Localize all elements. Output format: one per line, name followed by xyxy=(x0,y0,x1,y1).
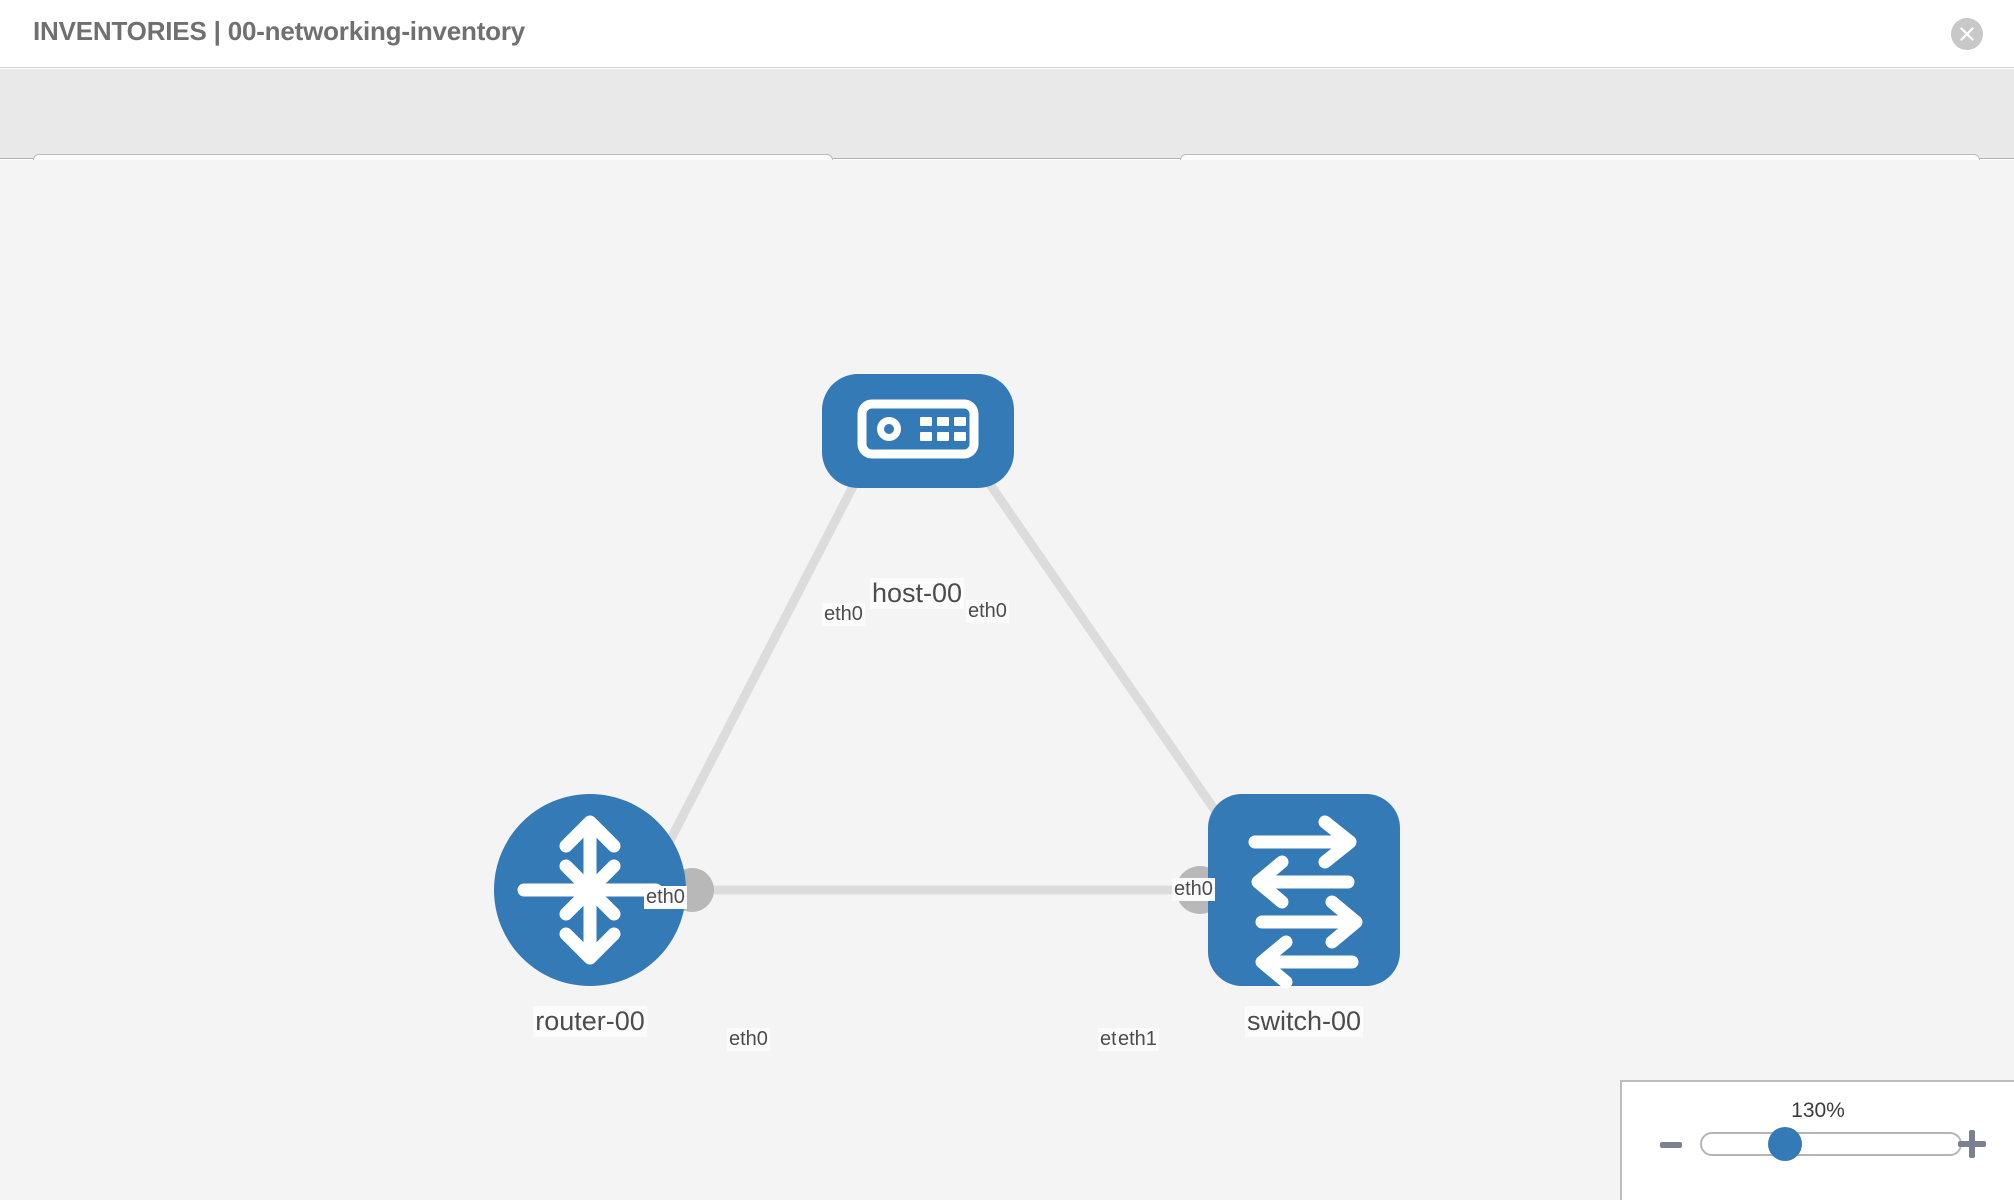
edge-label-switch-eth1: eth1 xyxy=(1116,1028,1159,1051)
edge-host-router xyxy=(655,433,883,865)
edge-label-host-right-eth0: eth0 xyxy=(966,600,1009,623)
node-label-router-00: router-00 xyxy=(533,1006,647,1037)
node-label-switch-00: switch-00 xyxy=(1244,1006,1364,1037)
edge-label-router-uplink-eth0: eth0 xyxy=(644,886,687,909)
toolbar: ACTIONS SEARCH xyxy=(0,69,2014,208)
zoom-slider-track[interactable] xyxy=(1700,1132,1962,1156)
edge-host-switch xyxy=(953,433,1237,840)
plus-icon[interactable] xyxy=(1958,1130,1986,1158)
topology-canvas[interactable]: host-00 router-00 switch-00 eth0 eth0 et… xyxy=(0,160,2014,1200)
topology-graph xyxy=(494,374,1400,989)
edge-label-router-eth0: eth0 xyxy=(727,1028,770,1051)
zoom-control-panel: 130% xyxy=(1620,1080,2014,1200)
close-icon[interactable] xyxy=(1951,18,1983,50)
edge-label-host-left-eth0: eth0 xyxy=(822,603,865,626)
page-title: INVENTORIES | 00-networking-inventory xyxy=(33,16,526,46)
zoom-slider-thumb[interactable] xyxy=(1768,1127,1802,1161)
node-host-00[interactable] xyxy=(822,374,1014,488)
node-switch-00[interactable] xyxy=(1208,794,1400,989)
zoom-level-value: 130% xyxy=(1791,1099,1845,1122)
window-header: INVENTORIES | 00-networking-inventory xyxy=(0,0,2014,68)
node-label-host-00: host-00 xyxy=(869,578,965,609)
edge-label-switch-uplink-eth0: eth0 xyxy=(1172,878,1215,901)
minus-icon[interactable] xyxy=(1660,1142,1682,1148)
